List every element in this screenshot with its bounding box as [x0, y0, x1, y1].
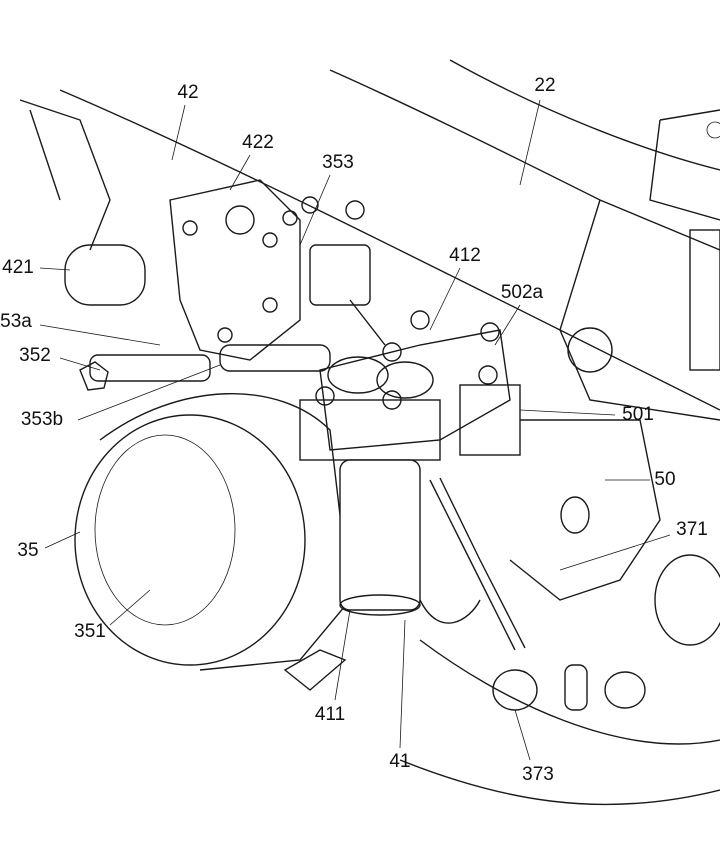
- label-421: 421: [2, 257, 34, 278]
- hose-371b: [439, 477, 526, 649]
- bolt: [480, 322, 500, 342]
- bracket-501: [459, 384, 521, 456]
- bracket-right: [559, 199, 720, 421]
- washer: [345, 200, 365, 220]
- actuator-421: [64, 244, 146, 306]
- label-22: 22: [534, 75, 556, 96]
- label-371: 371: [676, 519, 708, 540]
- cap: [327, 356, 389, 394]
- label-35: 35: [17, 540, 39, 561]
- clutch-cover-351: [74, 414, 306, 666]
- label-411: 411: [314, 704, 346, 725]
- bolt: [382, 390, 402, 410]
- label-50: 50: [654, 469, 676, 490]
- pipe: [349, 299, 386, 346]
- label-41: 41: [389, 751, 411, 772]
- bolt: [217, 327, 233, 343]
- bolt-top-right: [706, 121, 720, 139]
- nut-352: [79, 361, 109, 391]
- frame-upper-line: [59, 89, 720, 411]
- washer: [301, 196, 319, 214]
- frame-plate: [689, 229, 720, 371]
- bolt: [182, 220, 198, 236]
- engine-case-50: [509, 419, 661, 601]
- motor-411: [339, 459, 421, 611]
- bolt: [382, 342, 402, 362]
- cap: [376, 361, 434, 399]
- label-351: 351: [74, 621, 106, 642]
- bolt: [282, 210, 298, 226]
- label-42: 42: [177, 82, 199, 103]
- tank-top-right: [649, 109, 720, 221]
- frame-hole: [567, 327, 613, 373]
- frame-22: [329, 69, 720, 251]
- housing-422: [169, 179, 301, 361]
- bolt: [478, 365, 498, 385]
- sensor-353: [309, 244, 371, 306]
- flange: [299, 399, 441, 461]
- label-352: 352: [19, 345, 51, 366]
- rod-352: [89, 354, 211, 382]
- label-353: 353: [322, 152, 354, 173]
- bracket-lower: [283, 649, 347, 691]
- hole: [560, 496, 590, 534]
- clutch-cover-inner: [94, 434, 236, 626]
- label-501: 501: [622, 404, 654, 425]
- left-frame: [19, 99, 111, 251]
- part-373: [492, 669, 538, 711]
- bolt: [262, 232, 278, 248]
- crankcase-outline: [99, 392, 351, 671]
- gearbox-412: [319, 329, 511, 451]
- bolt: [315, 386, 335, 406]
- bolt: [262, 297, 278, 313]
- hose-371: [429, 479, 516, 651]
- frame-22-lower: [449, 59, 720, 171]
- label-502a: 502a: [500, 282, 544, 303]
- motor-411-bottom: [339, 594, 421, 616]
- pipe-lower: [419, 599, 481, 624]
- label-422: 422: [242, 132, 274, 153]
- label-412: 412: [449, 245, 481, 266]
- hole: [604, 671, 646, 709]
- label-353a: 53a: [0, 311, 32, 332]
- bolt: [410, 310, 430, 330]
- hole-large: [654, 554, 720, 646]
- label-373: 373: [522, 764, 554, 785]
- rod-353b: [219, 344, 331, 372]
- lower-case: [399, 639, 720, 806]
- leader-lines: [39, 99, 671, 761]
- fitting: [564, 664, 588, 711]
- label-353b: 353b: [20, 409, 64, 430]
- hole: [225, 205, 255, 235]
